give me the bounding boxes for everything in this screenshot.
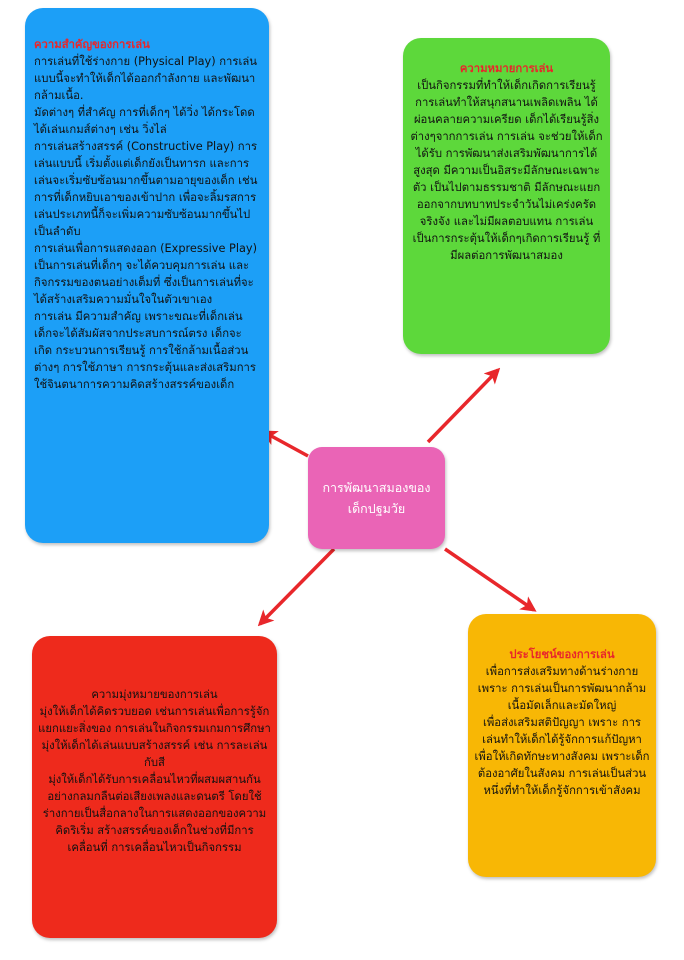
benefits-title: ประโยชน์ของการเล่น	[509, 648, 615, 661]
arrow-to-benefits	[444, 547, 537, 612]
arrow-to-objectives	[257, 547, 336, 627]
meaning-box: ความหมายการเล่น เป็นกิจกรรมที่ทำให้เด็กเ…	[403, 38, 610, 354]
arrow-to-meaning	[426, 367, 501, 444]
central-topic: การพัฒนาสมองของ เด็กปฐมวัย	[308, 447, 445, 549]
central-topic-line1: การพัฒนาสมองของ	[322, 480, 431, 495]
importance-body: การเล่นที่ใช้ร่างกาย (Physical Play) การ…	[34, 55, 258, 391]
central-topic-line2: เด็กปฐมวัย	[347, 501, 406, 516]
benefits-body: เพื่อการส่งเสริมทางด้านร่างกาย เพราะ การ…	[474, 665, 650, 797]
objectives-title: ความมุ่งหมายของการเล่น	[91, 688, 218, 701]
meaning-title: ความหมายการเล่น	[459, 62, 554, 75]
meaning-body: เป็นกิจกรรมที่ทำให้เด็กเกิดการเรียนรู้ ก…	[410, 79, 603, 262]
arrow-to-importance	[261, 430, 309, 458]
importance-box: ความสำคัญของการเล่น การเล่นที่ใช้ร่างกาย…	[25, 8, 269, 543]
importance-title: ความสำคัญของการเล่น	[34, 38, 150, 51]
benefits-box: ประโยชน์ของการเล่น เพื่อการส่งเสริมทางด้…	[468, 614, 656, 877]
objectives-body: มุ่งให้เด็กได้คิดรวบยอด เช่นการเล่นเพื่อ…	[38, 705, 271, 854]
objectives-box: ความมุ่งหมายของการเล่น มุ่งให้เด็กได้คิด…	[32, 636, 277, 938]
